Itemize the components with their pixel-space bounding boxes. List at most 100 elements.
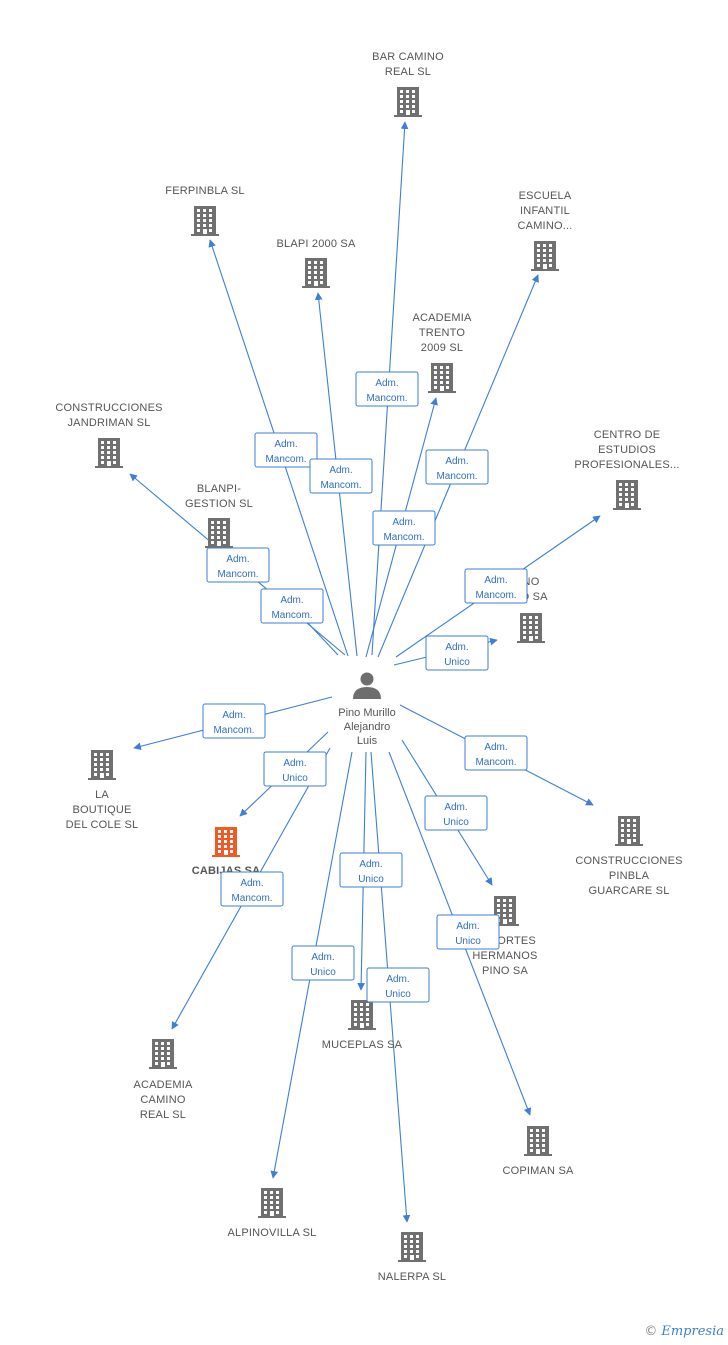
relation-label-transportes-hermanos[interactable]: Adm.Unico bbox=[424, 795, 488, 831]
relation-role-text: Adm. bbox=[280, 595, 303, 606]
brand-logo: Empresia bbox=[661, 1324, 724, 1339]
nodes-layer: BAR CAMINO REAL SL FERPINBLA SL ESCUELA INFA… bbox=[55, 51, 682, 1283]
building-icon bbox=[531, 241, 559, 271]
company-label: ACADEMIA bbox=[133, 1079, 193, 1091]
relation-label-nalerpa[interactable]: Adm.Unico bbox=[366, 967, 430, 1003]
company-label: DEL COLE SL bbox=[66, 819, 139, 831]
company-node-escuela-infantil[interactable]: ESCUELAINFANTILCAMINO... bbox=[518, 190, 573, 271]
company-label: GESTION SL bbox=[185, 498, 253, 510]
company-node-blapi-2000[interactable]: BLAPI 2000 SA bbox=[276, 238, 356, 288]
relation-role-text: Unico bbox=[310, 967, 336, 978]
relation-role-text: Unico bbox=[444, 657, 470, 668]
company-label: COPIMAN SA bbox=[502, 1165, 574, 1177]
company-node-muceplas[interactable]: MUCEPLAS SA bbox=[322, 1000, 403, 1051]
relation-label-box bbox=[436, 914, 500, 950]
relation-role-text: Mancom. bbox=[320, 480, 361, 491]
company-node-copiman[interactable]: COPIMAN SA bbox=[502, 1126, 574, 1177]
building-icon bbox=[191, 206, 219, 236]
company-label: REAL SL bbox=[140, 1109, 186, 1121]
company-label: JANDRIMAN SL bbox=[67, 417, 150, 429]
relation-label-centro-estudios[interactable]: Adm.Mancom. bbox=[464, 568, 528, 604]
relation-label-blapi-2000[interactable]: Adm. Mancom. bbox=[309, 458, 373, 494]
company-label: CONSTRUCCIONES bbox=[55, 402, 162, 414]
relation-role-text: Mancom. bbox=[213, 725, 254, 736]
relation-label-copiman[interactable]: Adm.Unico bbox=[436, 914, 500, 950]
relation-role-text: Mancom. bbox=[383, 532, 424, 543]
company-node-academia-camino-real[interactable]: ACADEMIA CAMINO REAL SL bbox=[133, 1039, 193, 1121]
company-node-bar-camino-real[interactable]: BAR CAMINO REAL SL bbox=[372, 51, 444, 117]
company-label: BOUTIQUE bbox=[72, 804, 131, 816]
building-icon bbox=[205, 518, 233, 548]
relation-role-text: Unico bbox=[282, 773, 308, 784]
building-icon bbox=[212, 827, 240, 857]
relation-label-box bbox=[464, 735, 528, 771]
relation-label-box bbox=[425, 449, 489, 485]
company-label: ESCUELA bbox=[519, 190, 572, 202]
relation-label-box bbox=[366, 967, 430, 1003]
relation-role-text: Mancom. bbox=[475, 590, 516, 601]
relation-label-blanpi-gestion[interactable]: Adm. Mancom. bbox=[260, 588, 324, 624]
relation-role-text: Unico bbox=[455, 936, 481, 947]
company-node-ferpinbla[interactable]: FERPINBLA SL bbox=[165, 185, 245, 236]
company-label: MUCEPLAS SA bbox=[322, 1039, 403, 1051]
relation-role-text: Adm. bbox=[375, 378, 398, 389]
relation-label-academia-trento[interactable]: Adm.Mancom. bbox=[372, 510, 436, 546]
company-label: 2009 SL bbox=[421, 342, 463, 354]
relation-label-bar-camino-real[interactable]: Adm.Mancom. bbox=[355, 371, 419, 407]
company-label: INFANTIL bbox=[520, 205, 570, 217]
company-node-blanpi-gestion[interactable]: BLANPI-GESTION SL bbox=[185, 483, 253, 548]
relation-role-text: Unico bbox=[385, 989, 411, 1000]
company-node-alpinovilla[interactable]: ALPINOVILLA SL bbox=[227, 1188, 316, 1239]
building-icon bbox=[258, 1188, 286, 1218]
relation-role-text: Mancom. bbox=[217, 569, 258, 580]
person-name-label: Luis bbox=[357, 735, 378, 747]
relation-label-box bbox=[220, 871, 284, 907]
building-icon bbox=[615, 816, 643, 846]
relation-role-text: Adm. bbox=[329, 465, 352, 476]
relation-label-alpinovilla[interactable]: Adm.Unico bbox=[291, 945, 355, 981]
relation-role-text: Mancom. bbox=[265, 454, 306, 465]
company-label: BAR CAMINO bbox=[372, 51, 444, 63]
building-icon bbox=[348, 1000, 376, 1030]
relation-label-la-boutique[interactable]: Adm.Mancom. bbox=[202, 703, 266, 739]
relation-label-construcciones-pinbla[interactable]: Adm.Mancom. bbox=[464, 735, 528, 771]
relation-label-no-lo-sa[interactable]: Adm.Unico bbox=[425, 635, 489, 671]
building-icon bbox=[394, 87, 422, 117]
watermark: ©Empresia bbox=[644, 1324, 724, 1339]
relation-label-box bbox=[202, 703, 266, 739]
relation-label-box bbox=[424, 795, 488, 831]
relation-labels-layer: Adm. Mancom. Adm. Mancom. Adm. Mancom. Adm. Man… bbox=[202, 371, 528, 1003]
relation-label-escuela-infantil[interactable]: Adm.Mancom. bbox=[425, 449, 489, 485]
relation-role-text: Adm. bbox=[484, 742, 507, 753]
relation-role-text: Unico bbox=[358, 874, 384, 885]
building-icon bbox=[302, 258, 330, 288]
relation-role-text: Adm. bbox=[445, 456, 468, 467]
company-label: CAMINO bbox=[140, 1094, 185, 1106]
relation-label-ferpinbla[interactable]: Adm.Mancom. bbox=[254, 432, 318, 468]
relation-label-box bbox=[339, 852, 403, 888]
relation-label-construcciones-jandriman[interactable]: Adm. Mancom. bbox=[206, 547, 270, 583]
relation-role-text: Adm. bbox=[444, 802, 467, 813]
company-node-centro-estudios[interactable]: CENTRO DEESTUDIOSPROFESIONALES... bbox=[574, 429, 679, 510]
relation-label-box bbox=[355, 371, 419, 407]
company-label: ALPINOVILLA SL bbox=[227, 1227, 316, 1239]
relation-role-text: Adm. bbox=[226, 554, 249, 565]
relation-label-cabijas[interactable]: Adm.Unico bbox=[263, 751, 327, 787]
company-label: REAL SL bbox=[385, 66, 431, 78]
relation-label-box bbox=[425, 635, 489, 671]
company-node-nalerpa[interactable]: NALERPA SL bbox=[378, 1232, 446, 1283]
relation-role-text: Mancom. bbox=[271, 610, 312, 621]
company-label: PINBLA bbox=[609, 870, 650, 882]
company-label: PINO SA bbox=[482, 965, 528, 977]
company-node-construcciones-jandriman[interactable]: CONSTRUCCIONES JANDRIMAN SL bbox=[55, 402, 162, 468]
relation-label-muceplas[interactable]: Adm.Unico bbox=[339, 852, 403, 888]
relation-label-box bbox=[291, 945, 355, 981]
relation-label-academia-camino-real[interactable]: Adm.Mancom. bbox=[220, 871, 284, 907]
company-label: BLAPI 2000 SA bbox=[276, 238, 356, 250]
building-icon bbox=[149, 1039, 177, 1069]
company-node-cabijas[interactable]: CABIJAS SA bbox=[192, 827, 261, 877]
